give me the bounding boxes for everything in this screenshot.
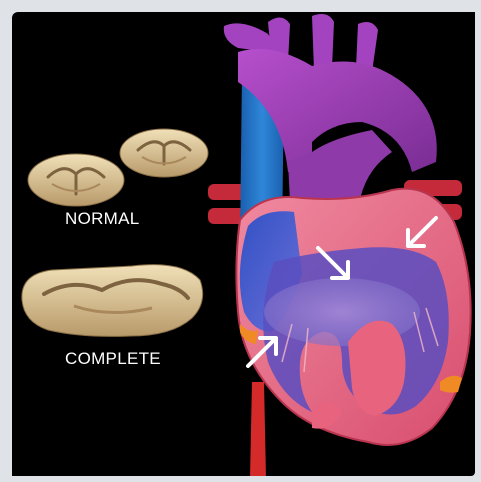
valve-normal-icon xyxy=(120,129,208,177)
label-complete: COMPLETE xyxy=(65,349,161,369)
valve-normal-icon xyxy=(28,154,124,206)
heart-illustration xyxy=(12,12,481,482)
inferior-vessel xyxy=(250,382,266,478)
illustration-panel: NORMAL COMPLETE xyxy=(12,12,481,482)
label-normal: NORMAL xyxy=(65,209,140,229)
valve-complete-icon xyxy=(22,265,203,337)
